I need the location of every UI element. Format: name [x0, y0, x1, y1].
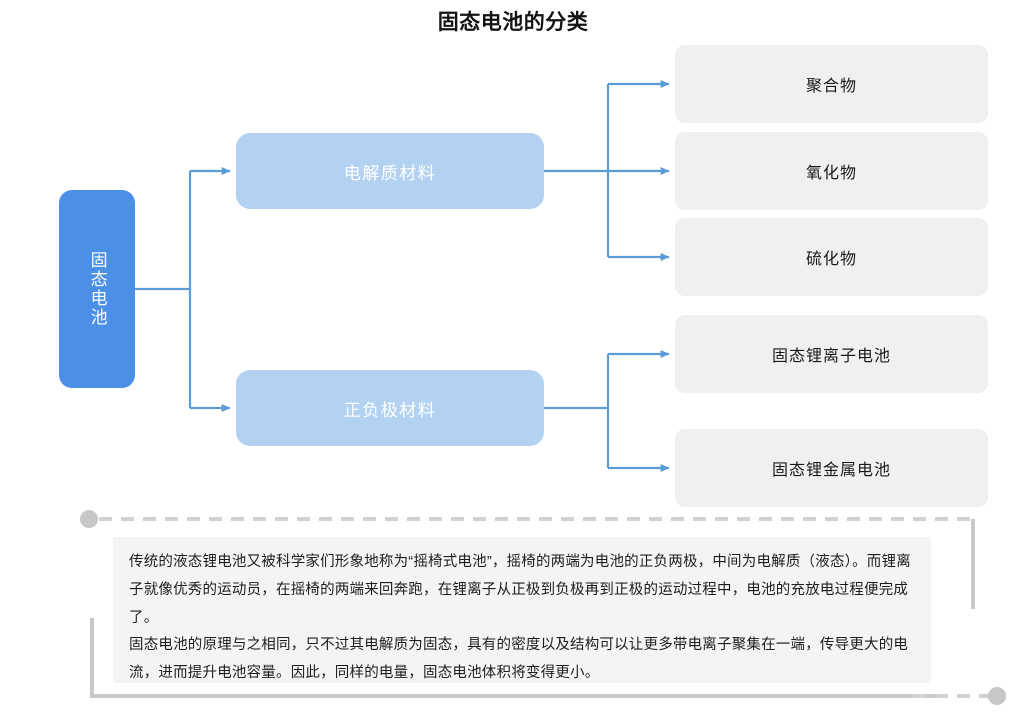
note-text-block: 传统的液态锂电池又被科学家们形象地称为“摇椅式电池”，摇椅的两端为电池的正负两极… [113, 537, 931, 683]
page-title: 固态电池的分类 [437, 11, 589, 34]
node-leaf-sulfide[interactable]: 硫化物 [675, 218, 988, 296]
node-leaf-sulfide-label: 硫化物 [805, 251, 857, 268]
frame-top-left-dot [80, 510, 98, 528]
node-leaf-li-ion-label: 固态锂离子电池 [771, 348, 891, 365]
node-electrode-label: 正负极材料 [343, 400, 437, 420]
node-leaf-solid-state-li-ion-battery[interactable]: 固态锂离子电池 [675, 315, 988, 393]
note-paragraph-1: 传统的液态锂电池又被科学家们形象地称为“摇椅式电池”，摇椅的两端为电池的正负两极… [129, 554, 911, 626]
node-root-solid-state-battery[interactable]: 固态电池 [59, 190, 135, 388]
node-electrolyte-label: 电解质材料 [343, 163, 437, 183]
frame-bottom-left-bracket [90, 618, 940, 698]
node-electrolyte-material[interactable]: 电解质材料 [236, 133, 544, 209]
node-leaf-oxide[interactable]: 氧化物 [675, 132, 988, 210]
frame-bottom-right-dot [988, 687, 1006, 705]
node-leaf-polymer[interactable]: 聚合物 [675, 45, 988, 123]
note-paragraph-2: 固态电池的原理与之相同，只不过其电解质为固态，具有的密度以及结构可以让更多带电离… [129, 637, 909, 682]
node-leaf-solid-state-li-metal-battery[interactable]: 固态锂金属电池 [675, 429, 988, 507]
node-electrode-material[interactable]: 正负极材料 [236, 370, 544, 446]
node-leaf-li-metal-label: 固态锂金属电池 [771, 462, 891, 479]
node-root-label: 固态电池 [87, 251, 107, 327]
node-leaf-polymer-label: 聚合物 [805, 78, 857, 95]
node-leaf-oxide-label: 氧化物 [805, 165, 857, 182]
note-decorative-frame [75, 505, 1010, 710]
